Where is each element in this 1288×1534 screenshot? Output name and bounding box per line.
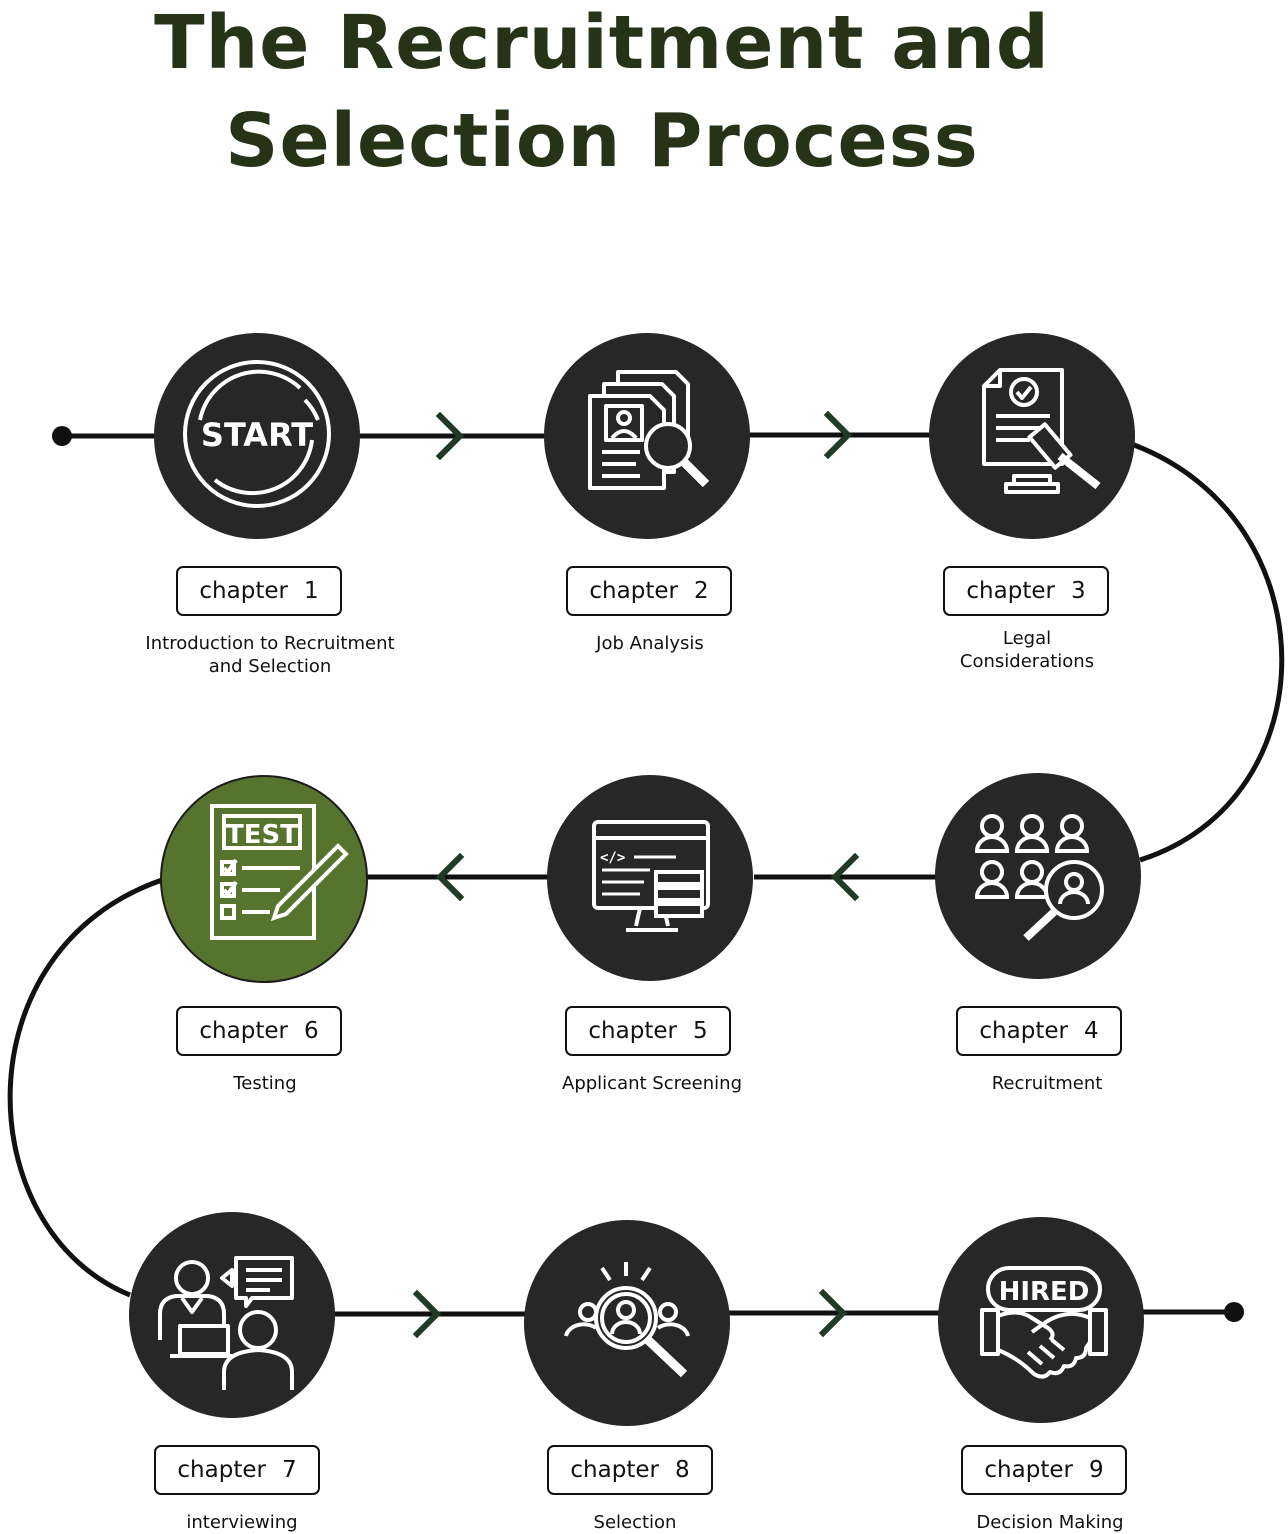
chip-number: 9 [1088, 1457, 1104, 1483]
step-caption-7: interviewing [82, 1511, 402, 1534]
caption-line: Selection [593, 1512, 677, 1533]
flow-path [7, 432, 1285, 1317]
arrow-left-icon [435, 852, 465, 902]
arrow-right-icon [823, 410, 853, 460]
chapter-chip-3: chapter 3 [943, 566, 1109, 616]
chip-number: 6 [303, 1018, 319, 1044]
chip-label: chapter [177, 1457, 266, 1483]
caption-line: Job Analysis [596, 633, 704, 654]
chip-label: chapter [984, 1457, 1073, 1483]
caption-line: interviewing [186, 1512, 298, 1533]
chip-number: 8 [674, 1457, 690, 1483]
step-caption-4: Recruitment [887, 1072, 1207, 1095]
test-icon-label: TEST [226, 820, 298, 850]
start-icon: START [183, 360, 331, 508]
test-sheet-icon: TEST [210, 804, 349, 940]
chip-label: chapter [570, 1457, 659, 1483]
chapter-chip-5: chapter 5 [565, 1006, 731, 1056]
title-line-2: Selection Process [225, 98, 979, 184]
caption-line: Considerations [959, 651, 1095, 672]
path-end-dot [1224, 1302, 1244, 1322]
step-caption-9: Decision Making [890, 1511, 1210, 1534]
chapter-chip-8: chapter 8 [547, 1445, 713, 1495]
chip-label: chapter [588, 1018, 677, 1044]
chapter-chip-4: chapter 4 [956, 1006, 1122, 1056]
arrow-left-icon [830, 852, 860, 902]
step-node-7 [129, 1212, 335, 1418]
page-title: The Recruitment and Selection Process [0, 0, 1288, 190]
chapter-chip-9: chapter 9 [961, 1445, 1127, 1495]
chip-number: 3 [1070, 578, 1086, 604]
chip-label: chapter [966, 578, 1055, 604]
chip-number: 4 [1083, 1018, 1099, 1044]
path-start-dot [52, 426, 72, 446]
document-search-icon [588, 370, 710, 490]
chip-label: chapter [199, 578, 288, 604]
arrow-right-icon [818, 1288, 848, 1338]
step-caption-1: Introduction to Recruitment and Selectio… [110, 632, 430, 678]
title-line-1: The Recruitment and [154, 0, 1050, 86]
code-screen-icon: </> [592, 820, 710, 932]
chip-label: chapter [589, 578, 678, 604]
chapter-chip-2: chapter 2 [566, 566, 732, 616]
chip-label: chapter [199, 1018, 288, 1044]
caption-line: Decision Making [976, 1512, 1124, 1533]
caption-line: and Selection [208, 656, 332, 677]
caption-line: Testing [233, 1073, 297, 1094]
arrow-right-icon [435, 411, 465, 461]
chapter-chip-1: chapter 1 [176, 566, 342, 616]
step-node-4 [935, 773, 1141, 979]
candidate-search-icon [564, 1262, 690, 1378]
hired-icon-label: HIRED [999, 1277, 1090, 1307]
step-node-5 [547, 775, 753, 981]
start-icon-label: START [201, 416, 313, 454]
step-caption-2: Job Analysis [490, 632, 810, 655]
caption-line: Recruitment [991, 1073, 1103, 1094]
chip-number: 5 [692, 1018, 708, 1044]
chip-number: 7 [281, 1457, 297, 1483]
step-caption-8: Selection [475, 1511, 795, 1534]
legal-gavel-icon [982, 368, 1101, 494]
step-node-9 [938, 1217, 1144, 1423]
step-caption-5: Applicant Screening [492, 1072, 812, 1095]
chapter-chip-6: chapter 6 [176, 1006, 342, 1056]
chapter-chip-7: chapter 7 [154, 1445, 320, 1495]
code-glyph-icon: </> [600, 850, 625, 866]
chip-number: 1 [303, 578, 319, 604]
node-circles [129, 333, 1144, 1426]
people-search-icon [974, 814, 1104, 941]
chip-number: 2 [693, 578, 709, 604]
caption-line: Introduction to Recruitment [145, 633, 395, 654]
hired-handshake-icon: HIRED [980, 1266, 1108, 1379]
step-caption-6: Testing [105, 1072, 425, 1095]
caption-line: Legal [1002, 628, 1052, 649]
interview-icon [158, 1256, 294, 1390]
chip-label: chapter [979, 1018, 1068, 1044]
step-caption-3: Legal Considerations [867, 627, 1187, 673]
caption-line: Applicant Screening [562, 1073, 742, 1094]
arrow-right-icon [412, 1289, 442, 1339]
